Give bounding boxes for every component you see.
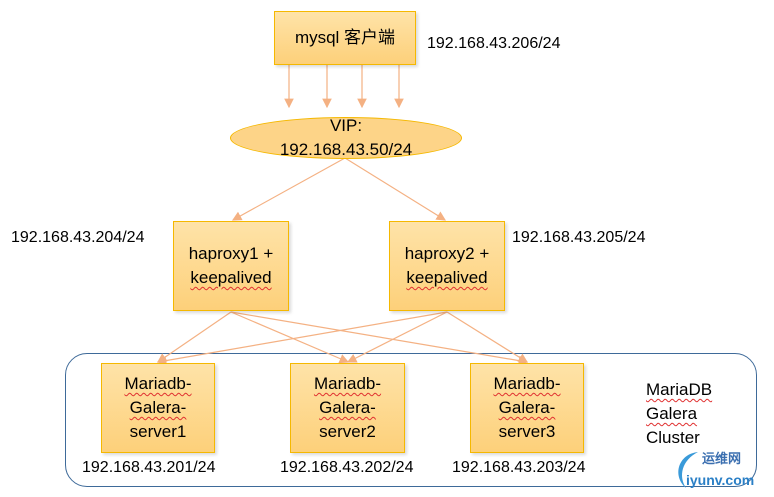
server1-line1: Mariadb-	[124, 374, 192, 393]
arrow-haproxy2-server3	[446, 311, 529, 363]
arrow-vip-haproxy2	[344, 157, 447, 221]
watermark-cn: 运维网	[702, 451, 742, 466]
swoosh-icon	[678, 452, 698, 488]
server2-line2: Galera-	[319, 398, 376, 417]
server3-node: Mariadb- Galera-server3	[470, 363, 584, 453]
arrow-haproxy2-server1	[156, 311, 448, 366]
cluster-line3: Cluster	[646, 428, 700, 447]
cluster-line1: MariaDB	[646, 380, 713, 399]
server2-ip: 192.168.43.202/24	[280, 459, 414, 476]
vip-node	[230, 117, 462, 159]
arrow-vip-haproxy1	[231, 157, 346, 221]
haproxy2-keepalived: keepalived	[406, 268, 488, 287]
arrow-haproxy1-server1	[157, 311, 232, 363]
arrow-haproxy2-server2	[346, 311, 448, 363]
vip-label: VIP: 192.168.43.50/24	[230, 114, 462, 162]
watermark-logo: 运维网 iyunv.com	[672, 446, 772, 496]
client-ip: 192.168.43.206/24	[427, 35, 561, 52]
server3-line1: Mariadb-	[493, 374, 561, 393]
server3-line2: Galera-	[498, 398, 556, 417]
mysql-client-node: mysql 客户端	[274, 11, 416, 65]
haproxy1-name: haproxy1 +	[188, 244, 274, 263]
arrow-haproxy1-server2	[230, 311, 350, 364]
server2-line1: Mariadb-	[313, 374, 382, 393]
haproxy1-ip: 192.168.43.204/24	[11, 229, 145, 246]
server2-line3: server2	[319, 422, 376, 441]
server1-node: Mariadb- Galera-server1	[101, 363, 215, 453]
haproxy2-ip: 192.168.43.205/24	[512, 229, 646, 246]
server1-ip: 192.168.43.201/24	[82, 459, 216, 476]
client-label: mysql 客户端	[294, 28, 396, 47]
haproxy2-name: haproxy2 +	[404, 244, 490, 263]
server1-line2: Galera-	[129, 398, 187, 417]
vip-title: VIP:	[329, 116, 363, 135]
server3-line3: server3	[498, 422, 556, 441]
galera-cluster-group	[65, 353, 757, 487]
server2-node: Mariadb- Galera-server2	[290, 363, 405, 453]
vip-ip: 192.168.43.50/24	[279, 140, 413, 159]
haproxy2-node: haproxy2 + keepalived	[389, 221, 505, 311]
arrow-haproxy1-server3	[230, 311, 529, 366]
haproxy1-keepalived: keepalived	[190, 268, 272, 287]
haproxy1-node: haproxy1 + keepalived	[173, 221, 289, 311]
server3-ip: 192.168.43.203/24	[452, 459, 586, 476]
watermark-en: iyunv.com	[686, 472, 755, 488]
cluster-line2: Galera	[646, 404, 698, 423]
server1-line3: server1	[129, 422, 187, 441]
